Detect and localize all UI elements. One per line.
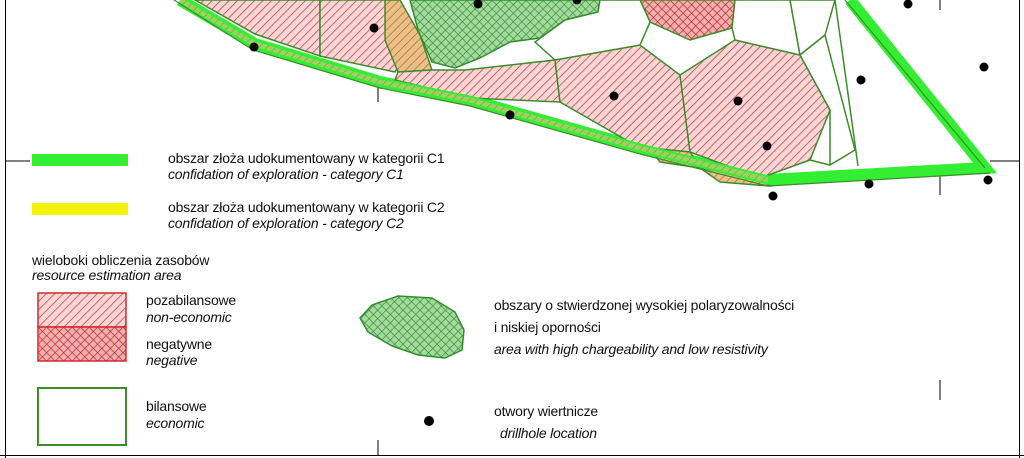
- drillhole: [864, 179, 874, 189]
- legend-negative-swatch: [37, 326, 127, 362]
- legend-drillholes-pl: otwory wiertnicze: [494, 403, 598, 419]
- drillhole: [768, 191, 778, 201]
- drillhole: [979, 62, 989, 72]
- drillhole: [369, 23, 379, 33]
- legend-chargeability-swatch: [359, 295, 465, 359]
- drillhole: [609, 91, 619, 101]
- legend-polygons-heading-pl: wieloboki obliczenia zasobów: [32, 252, 210, 268]
- legend-drillholes-en: drillhole location: [500, 425, 597, 441]
- legend-economic-pl: bilansowe: [146, 398, 207, 414]
- drillhole: [856, 75, 866, 85]
- legend-polygons-heading-en: resource estimation area: [32, 267, 182, 283]
- polygon-divider-1: [834, 0, 859, 167]
- legend-negative-pl: negatywne: [146, 336, 212, 352]
- drillholes: [249, 0, 993, 201]
- legend-drillhole-dot: [424, 416, 434, 426]
- legend-non-economic-pl: pozabilansowe: [146, 292, 237, 308]
- polygon-non-economic-3: [393, 59, 561, 103]
- legend-c2-en: confidation of exploration - category C2: [168, 215, 404, 231]
- legend-chargeability-en: area with high chargeability and low res…: [494, 341, 768, 357]
- legend-c1-pl: obszar złoża udokumentowany w kategorii …: [168, 150, 445, 166]
- polygon-economic-4: [799, 33, 856, 167]
- drillhole: [249, 42, 259, 52]
- legend-chargeability-pl2: i niskiej oporności: [494, 319, 601, 335]
- legend-non-economic-swatch: [37, 292, 127, 328]
- drillhole: [903, 0, 913, 9]
- drillhole: [733, 96, 743, 106]
- legend-c1-en: confidation of exploration - category C1: [168, 166, 404, 182]
- polygon-divider-2: [809, 159, 831, 166]
- drillhole: [572, 0, 582, 5]
- legend-c2-swatch: [32, 203, 128, 215]
- legend-c2-pl: obszar złoża udokumentowany w kategorii …: [168, 199, 445, 215]
- boundary-hatch-overlay: [178, 0, 769, 183]
- drillhole: [762, 141, 772, 151]
- drillhole: [505, 110, 515, 120]
- boundary-outline-east: [844, 0, 986, 169]
- legend-non-economic-en: non-economic: [146, 309, 232, 325]
- legend-negative-en: negative: [146, 352, 198, 368]
- legend-c1-swatch: [32, 154, 128, 166]
- drillhole: [473, 0, 483, 9]
- polygon-economic-2: [731, 0, 801, 56]
- legend-economic-en: economic: [146, 415, 205, 431]
- polygon-economic-1: [533, 0, 651, 61]
- polygon-negative-1: [639, 0, 736, 41]
- legend-chargeability-pl1: obszary o stwierdzonej wysokiej polaryzo…: [494, 297, 795, 313]
- legend-economic-swatch: [37, 387, 127, 446]
- drillhole: [983, 175, 993, 185]
